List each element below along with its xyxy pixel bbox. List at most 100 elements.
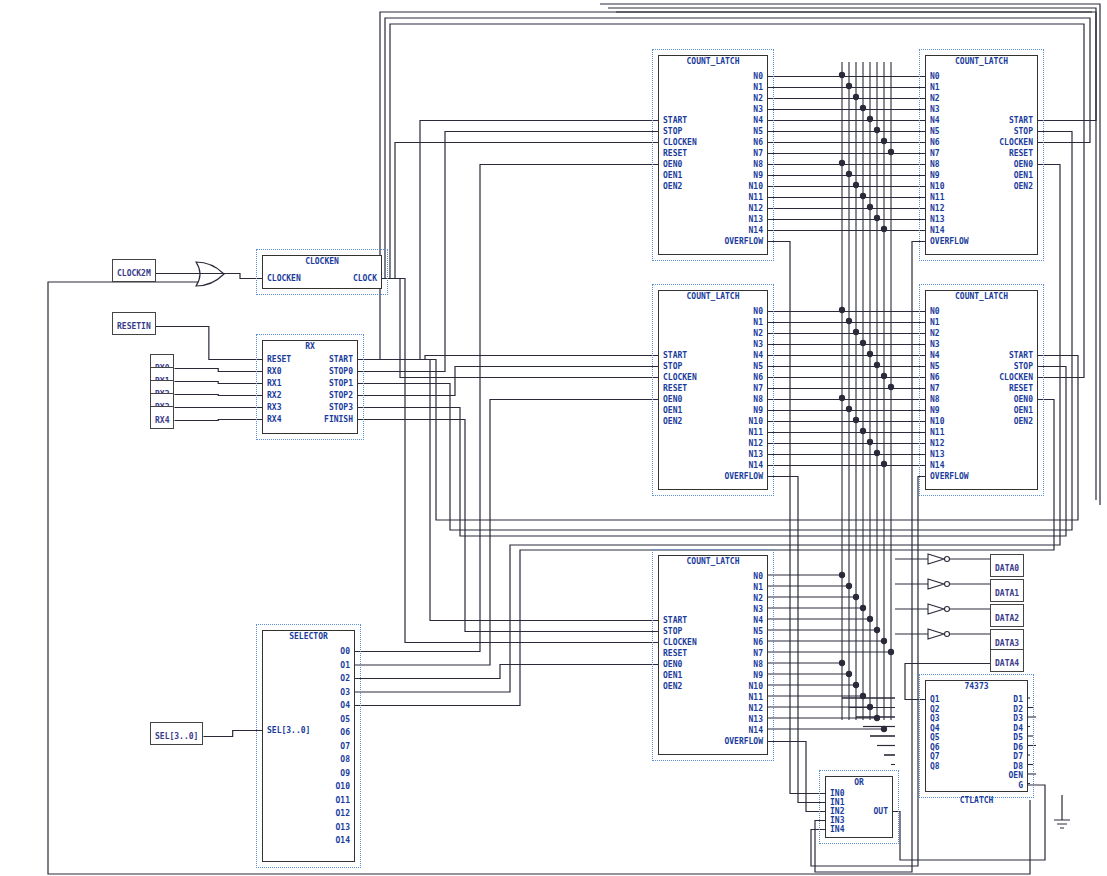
pin-name: START: [663, 116, 687, 125]
io-pin: DATA1: [990, 579, 1024, 602]
wire: [358, 420, 658, 632]
block-title: COUNT_LATCH: [659, 57, 767, 66]
bus-tap: [870, 735, 895, 736]
pin-name: N12: [749, 204, 763, 213]
inverter-output: [950, 558, 990, 559]
io-pin: SEL[3..0]: [150, 722, 203, 745]
bus-tap: [760, 695, 863, 696]
pin-name: N13: [749, 215, 763, 224]
pin-name: N7: [753, 384, 763, 393]
wire: [382, 18, 1090, 279]
pin-name: D3: [1013, 714, 1023, 723]
pin-name: N13: [749, 450, 763, 459]
logic-block: COUNT_LATCHSTARTSTOPCLOCKENRESETOEN0OEN1…: [658, 555, 768, 755]
pin-name: OVERFLOW: [930, 472, 969, 481]
pin-name: N14: [749, 726, 763, 735]
inverter-bubble: [945, 607, 950, 612]
pin-name: N9: [753, 671, 763, 680]
pin-name: O6: [340, 728, 350, 737]
pin-name: N2: [753, 594, 763, 603]
instance-name: CTLATCH: [926, 796, 1027, 805]
bus-tap: [760, 574, 842, 575]
bus-tap: [842, 697, 895, 698]
wire: [768, 454, 925, 455]
pin-name: RESET: [1009, 149, 1033, 158]
pin-name: N11: [930, 428, 944, 437]
pin-name: N3: [753, 105, 763, 114]
wire: [174, 407, 262, 408]
pin-name: N14: [930, 226, 944, 235]
pin-name: START: [329, 355, 353, 364]
bus-tap: [760, 684, 856, 685]
pin-name: N8: [930, 395, 940, 404]
pin-name: OEN2: [1014, 417, 1033, 426]
pin-name: N9: [930, 406, 940, 415]
wire: [768, 388, 925, 389]
pin-name: Q4: [930, 724, 940, 733]
wire: [203, 731, 262, 737]
pin-name: N6: [930, 373, 940, 382]
bus-tap: [863, 726, 895, 727]
bus-tap: [760, 640, 884, 641]
wire: [768, 311, 925, 312]
wire: [156, 274, 262, 279]
pin-name: N13: [930, 450, 944, 459]
pin-name: Q8: [930, 762, 940, 771]
pin-name: N7: [753, 649, 763, 658]
pin-name: N1: [753, 583, 763, 592]
block-title: OR: [826, 778, 892, 787]
pin-name: RX1: [267, 379, 281, 388]
pin-name: D2: [1013, 705, 1023, 714]
pin-name: N5: [753, 127, 763, 136]
pin-name: N14: [749, 461, 763, 470]
bus-line: [890, 62, 891, 720]
wire: [893, 785, 1045, 860]
pin-name: CLOCKEN: [663, 138, 697, 147]
io-pin-name: DATA1: [995, 589, 1019, 598]
pin-name: SEL[3..0]: [267, 726, 310, 735]
wire: [768, 242, 825, 794]
pin-name: N0: [930, 307, 940, 316]
bus-tap: [760, 618, 870, 619]
pin-name: Q2: [930, 705, 940, 714]
wire: [768, 76, 925, 77]
logic-block: COUNT_LATCHSTARTSTOPCLOCKENRESETOEN0OEN1…: [658, 55, 768, 255]
pin-name: START: [1009, 116, 1033, 125]
io-pin-name: DATA0: [995, 564, 1019, 573]
bus-tap: [870, 735, 895, 736]
pin-name: D1: [1013, 695, 1023, 704]
pin-name: O1: [340, 661, 350, 670]
io-pin-name: DATA4: [995, 659, 1019, 668]
pin-name: N11: [749, 693, 763, 702]
pin-name: N2: [930, 94, 940, 103]
wire: [768, 164, 925, 165]
pin-name: N2: [753, 329, 763, 338]
wire: [768, 366, 925, 367]
bus-tap: [863, 726, 895, 727]
pin-name: OEN2: [663, 182, 682, 191]
pin-name: N0: [753, 72, 763, 81]
pin-name: O7: [340, 742, 350, 751]
wire: [768, 219, 925, 220]
bus-tap: [760, 651, 891, 652]
pin-name: N3: [930, 340, 940, 349]
pin-name: O0: [340, 647, 350, 656]
pin-name: OVERFLOW: [930, 237, 969, 246]
io-pin: DATA2: [990, 604, 1024, 627]
wire: [768, 355, 925, 356]
pin-name: D5: [1013, 733, 1023, 742]
pin-name: N12: [930, 439, 944, 448]
pin-name: O9: [340, 769, 350, 778]
bus-tap: [891, 764, 895, 765]
inverter-symbol: [928, 579, 944, 589]
pin-name: O8: [340, 755, 350, 764]
pin-name: N10: [749, 417, 763, 426]
pin-name: N8: [753, 395, 763, 404]
pin-name: O11: [336, 796, 350, 805]
top-wire: [600, 4, 1100, 505]
pin-name: OEN1: [1014, 406, 1033, 415]
pin-name: N6: [753, 373, 763, 382]
pin-name: OVERFLOW: [724, 472, 763, 481]
pin-name: RX3: [267, 403, 281, 412]
io-pin: CLOCK2M: [112, 259, 156, 282]
